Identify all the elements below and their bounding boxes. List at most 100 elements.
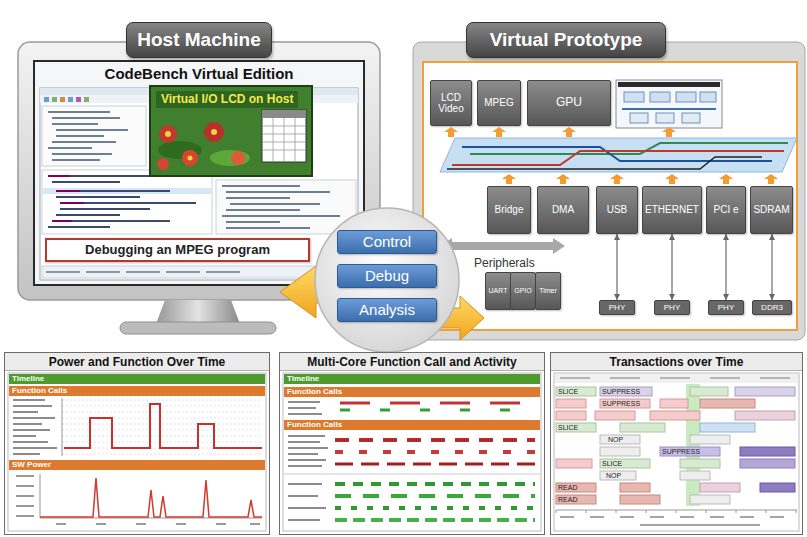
- box-label: DDR3: [755, 303, 789, 312]
- transaction-label: SUPPRESS: [602, 399, 640, 408]
- box-label: PHY: [602, 303, 632, 312]
- action-button: Control: [337, 230, 437, 254]
- power-chart: [8, 373, 266, 531]
- transaction-chart: [640, 524, 760, 526]
- panel-title: Power and Function Over Time: [5, 353, 269, 371]
- multicore-chart: [335, 518, 535, 522]
- lcd-caption: Virtual I/O LCD on Host: [156, 91, 298, 108]
- transaction-chart: [556, 459, 592, 468]
- hardware-block: GPU: [527, 80, 611, 126]
- lcd-screen: [150, 86, 312, 176]
- transaction-label: SLICE: [558, 387, 578, 396]
- control-circle: [315, 208, 459, 352]
- hardware-block: DMA: [537, 186, 589, 234]
- box-label: Timer: [538, 287, 558, 295]
- transaction-label: SLICE: [558, 423, 578, 432]
- lcd-screen: [165, 131, 171, 137]
- power-chart: [40, 478, 262, 517]
- box-label: LCD Video: [433, 92, 469, 115]
- box-label: GPU: [530, 96, 608, 110]
- hardware-block: PCI e: [706, 186, 746, 234]
- ide-screen: CodeBench Virtual EditionVirtual I/O LCD…: [35, 62, 363, 284]
- chart-band-label: Function Calls: [287, 387, 342, 397]
- host-monitor: [156, 300, 240, 324]
- transaction-chart: [690, 387, 728, 396]
- display-thumbnail: [682, 113, 700, 123]
- multicore-chart: [288, 436, 328, 466]
- connector-group: [617, 234, 772, 300]
- bus-arrow: [665, 174, 679, 184]
- lcd-screen: [188, 156, 193, 161]
- bus-label: Peripherals: [472, 256, 537, 270]
- hardware-block: MPEG: [477, 80, 521, 126]
- transaction-chart: [600, 387, 652, 396]
- multicore-chart: [335, 450, 535, 454]
- peripheral-block: Timer: [535, 272, 561, 310]
- connector: [671, 234, 672, 300]
- caption-box: Debugging an MPEG program: [45, 238, 310, 262]
- ide-screenshot: [46, 271, 240, 273]
- ide-screenshot: [84, 97, 89, 102]
- transaction-chart: [560, 377, 790, 379]
- ide-screenshot: [48, 176, 84, 221]
- transaction-chart: [556, 510, 797, 513]
- chart-band-label: Function Calls: [287, 420, 342, 430]
- ide-screenshot: [60, 97, 65, 102]
- power-chart: [62, 398, 63, 456]
- host-monitor: [120, 322, 276, 334]
- chart-band-label: SW Power: [12, 460, 51, 470]
- display-thumbnail: [616, 80, 722, 128]
- control-circle: [315, 208, 459, 352]
- system-bus: [440, 138, 797, 172]
- transaction-label: NOP: [606, 471, 621, 480]
- power-chart: [13, 400, 57, 454]
- transaction-label: SLICE: [602, 459, 622, 468]
- action-button: Analysis: [337, 298, 437, 322]
- bus-arrow: [562, 127, 576, 137]
- connector: [725, 234, 726, 300]
- transaction-chart: [555, 374, 798, 383]
- display-thumbnail: [676, 92, 696, 102]
- transaction-chart: [660, 399, 688, 408]
- hardware-block: USB: [596, 186, 638, 234]
- host-monitor: [33, 60, 365, 286]
- power-chart: [56, 523, 260, 525]
- transaction-chart: [556, 423, 596, 432]
- memory-block: DDR3: [752, 300, 792, 315]
- display-thumbnail: [630, 113, 648, 123]
- ide-screenshot: [222, 186, 340, 228]
- box-label: GPIO: [513, 287, 533, 295]
- power-chart: [64, 404, 262, 448]
- box-label: Debugging an MPEG program: [48, 243, 307, 258]
- lcd-screen: [157, 158, 169, 170]
- peripherals-arrow: [440, 238, 565, 254]
- connector: [616, 234, 617, 300]
- transaction-chart: [600, 399, 650, 408]
- ide-screenshot: [48, 176, 196, 227]
- prototype-panel: [413, 42, 805, 340]
- multicore-chart: [335, 463, 535, 466]
- box-label: Bridge: [490, 204, 528, 216]
- transaction-chart: [560, 516, 784, 518]
- transaction-chart: [690, 495, 730, 504]
- power-chart: [9, 460, 265, 470]
- ide-screenshot: [44, 97, 49, 102]
- display-thumbnail: [616, 80, 722, 128]
- host-monitor: [35, 62, 363, 284]
- transaction-chart: [600, 435, 640, 444]
- bus-arrow: [444, 127, 778, 184]
- panel-title: Transactions over Time: [551, 353, 802, 371]
- prototype-panel: [423, 62, 797, 330]
- box-label: USB: [599, 204, 635, 216]
- multicore-chart: [335, 482, 535, 486]
- transaction-chart: [554, 373, 799, 531]
- power-chart: [16, 476, 34, 516]
- transaction-chart: [700, 483, 740, 492]
- box-label: Analysis: [340, 301, 434, 318]
- box-label: PHY: [711, 303, 741, 312]
- transaction-label: READ: [558, 495, 577, 504]
- lcd-screen: [262, 110, 306, 162]
- multicore-chart: [340, 402, 534, 405]
- multicore-chart: [283, 373, 541, 531]
